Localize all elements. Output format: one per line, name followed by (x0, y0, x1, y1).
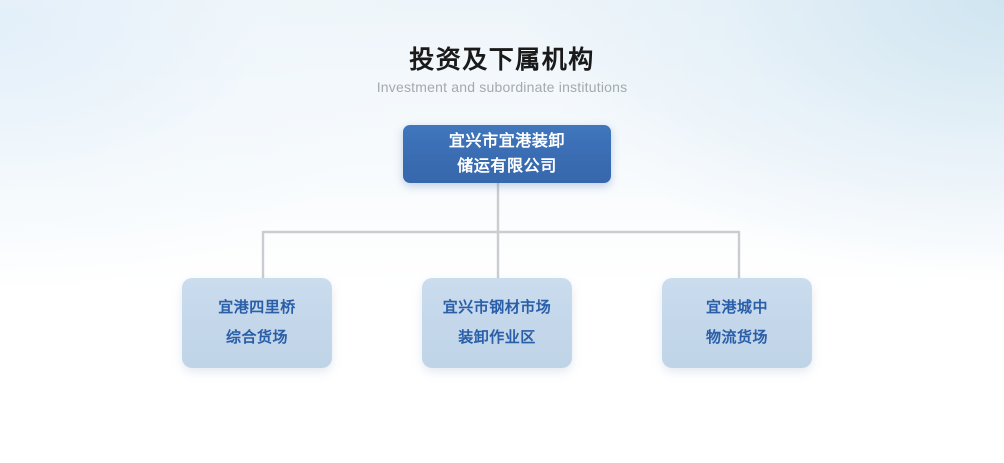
org-node-child-3-line-2: 物流货场 (705, 329, 768, 346)
org-node-child-3-line-1: 宜港城中 (705, 299, 768, 316)
page-heading: 投资及下属机构 Investment and subordinate insti… (0, 44, 1004, 97)
org-node-child-3[interactable]: 宜港城中 物流货场 (662, 278, 812, 368)
org-node-root[interactable]: 宜兴市宜港装卸 储运有限公司 (403, 125, 611, 183)
org-node-root-line-1: 宜兴市宜港装卸 (448, 133, 566, 150)
org-node-child-2-line-1: 宜兴市钢材市场 (442, 299, 552, 316)
org-node-child-1[interactable]: 宜港四里桥 综合货场 (182, 278, 332, 368)
org-node-root-line-2: 储运有限公司 (457, 158, 557, 175)
org-node-child-2[interactable]: 宜兴市钢材市场 装卸作业区 (422, 278, 572, 368)
org-node-child-2-line-2: 装卸作业区 (458, 329, 536, 346)
page-title: 投资及下属机构 (409, 46, 595, 74)
page-subtitle: Investment and subordinate institutions (376, 79, 628, 95)
org-node-child-1-line-1: 宜港四里桥 (218, 299, 296, 316)
org-node-child-1-line-2: 综合货场 (225, 329, 288, 346)
